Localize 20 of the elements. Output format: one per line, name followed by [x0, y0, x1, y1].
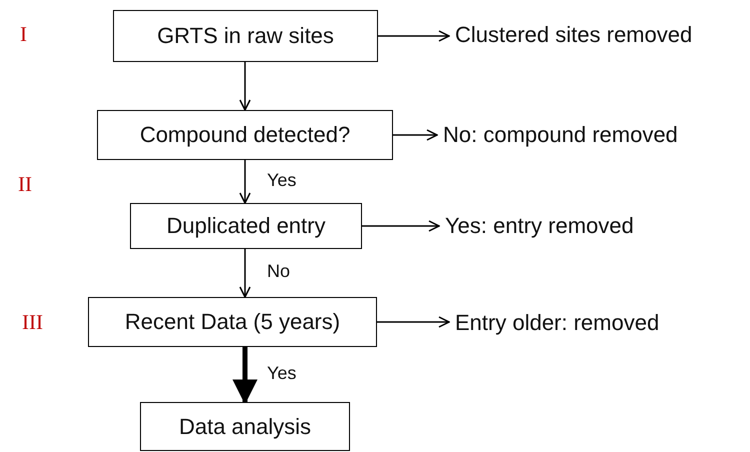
- process-box: Duplicated entry: [130, 203, 362, 249]
- stage-numeral: I: [20, 22, 27, 47]
- outcome-text: Entry older: removed: [455, 306, 725, 340]
- outcome-text: Clustered sites removed: [455, 18, 747, 52]
- outcome-text: Yes: entry removed: [445, 209, 695, 243]
- stage-numeral: III: [22, 310, 43, 335]
- process-box: Data analysis: [140, 402, 350, 451]
- stage-numeral: II: [18, 172, 32, 197]
- process-box: Compound detected?: [97, 110, 393, 160]
- arrow: [378, 30, 450, 42]
- arrow: [232, 347, 258, 404]
- arrow: [239, 160, 251, 204]
- arrow: [362, 220, 440, 232]
- process-box: GRTS in raw sites: [113, 10, 378, 62]
- arrow: [393, 129, 438, 141]
- process-box: Recent Data (5 years): [88, 297, 377, 347]
- arrow: [377, 316, 450, 328]
- arrow: [239, 62, 251, 111]
- arrow: [239, 249, 251, 298]
- outcome-text: No: compound removed: [443, 118, 747, 152]
